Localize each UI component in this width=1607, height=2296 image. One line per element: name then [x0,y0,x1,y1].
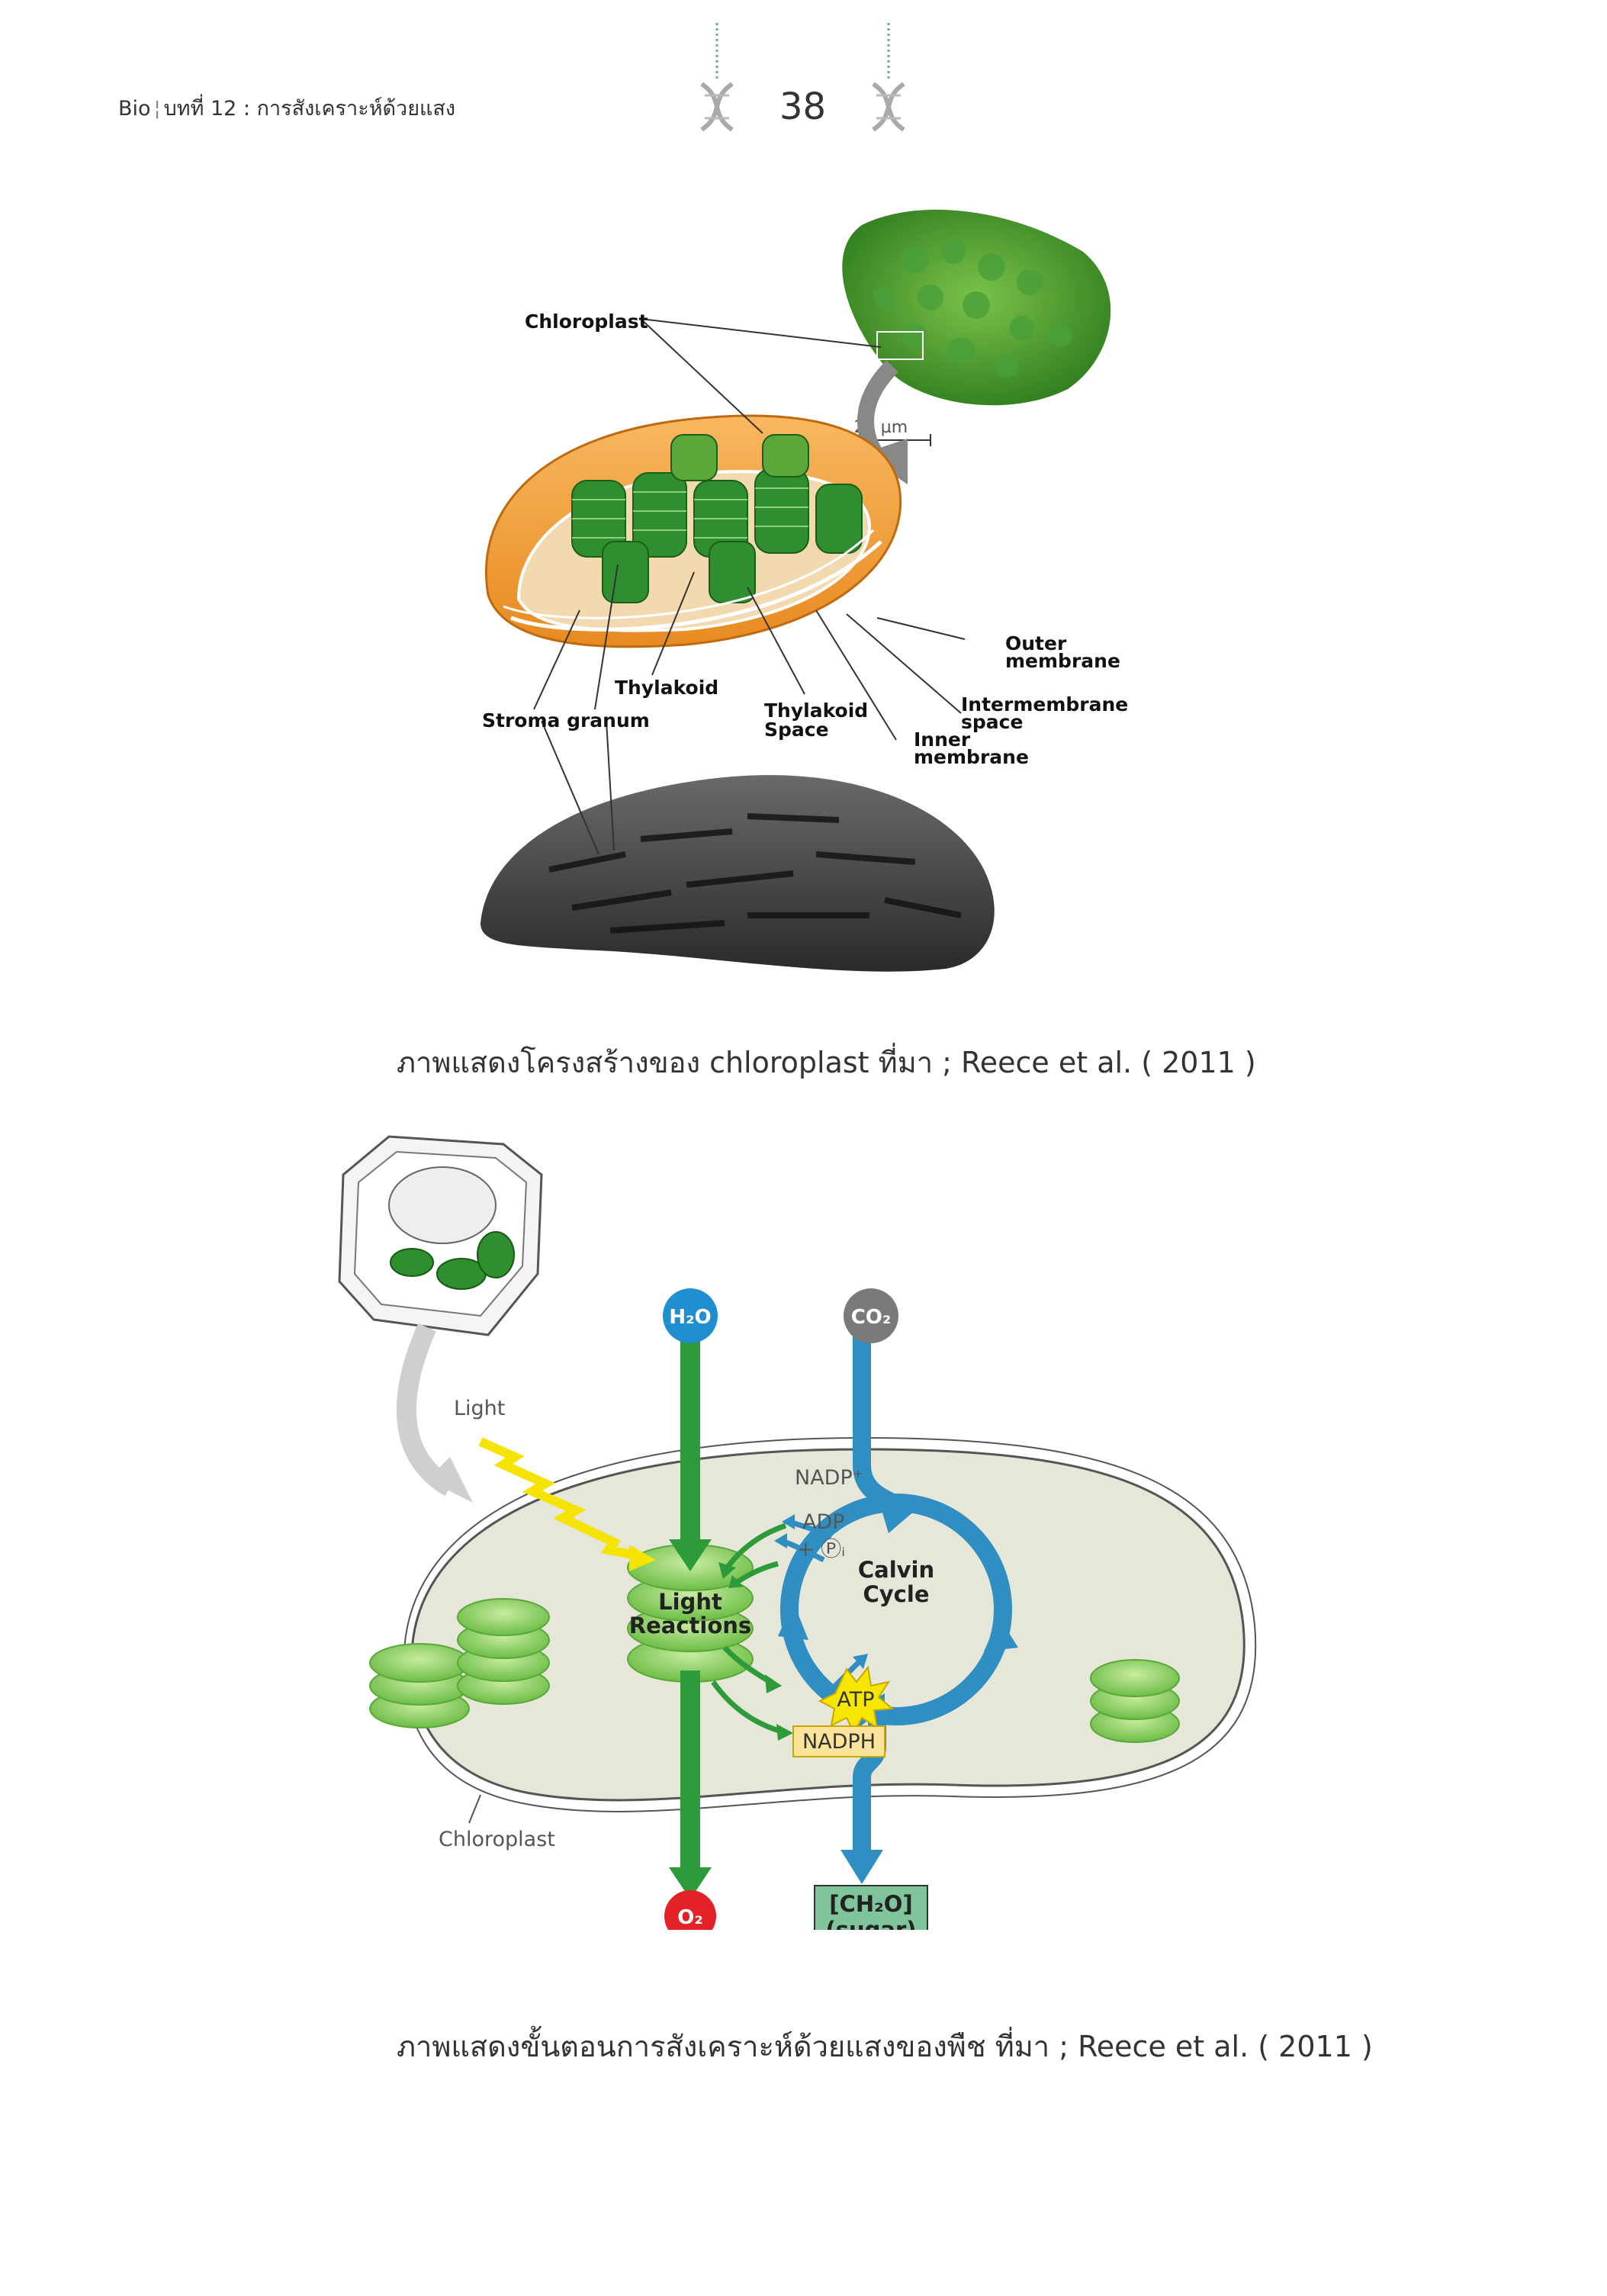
label-intermembrane-1: Intermembrane [961,693,1128,715]
chloroplast-structure-figure: 20 µm [480,209,1128,972]
h2o-circle [663,1288,718,1343]
label-calvin-2: Cycle [863,1581,930,1607]
label-pi: + Ⓟᵢ [797,1538,845,1561]
label-atp: ATP [837,1688,874,1712]
light-zigzag [478,1437,642,1561]
o2-circle [664,1890,716,1930]
co2-circle [844,1288,898,1343]
figure1-caption: ภาพแสดงโครงสร้างของ chloroplast ที่มา ; … [397,1046,1256,1079]
page-number: 38 [779,85,827,128]
label-inner-2: membrane [914,746,1029,768]
label-thylakoid-space-2: Space [764,719,829,741]
label-sugar-1: [CH₂O] [829,1891,912,1917]
leaf-cell-micrograph [842,209,1111,406]
label-thylakoid: Thylakoid [615,677,718,699]
zoom-arrow-2 [397,1323,455,1497]
plant-cell-sketch [338,1135,543,1336]
figure2-caption: ภาพแสดงขั้นตอนการสังเคราะห์ด้วยแสงของพืช… [397,2030,1373,2063]
label-thylakoid-space-1: Thylakoid [764,699,868,722]
dna-icon-right [872,23,905,132]
label-inner-1: Inner [914,728,971,751]
grana-stack-right [1090,1659,1180,1743]
label-co2: CO₂ [851,1306,892,1329]
label-light-reactions-1: Light [658,1589,722,1615]
label-nadph: NADPH [802,1730,876,1754]
header-chapter: บทที่ 12 : การสังเคราะห์ด้วยแสง [163,97,456,121]
water-arrow [680,1323,700,1545]
label-light: Light [454,1397,505,1420]
label-chloroplast: Chloroplast [525,310,648,333]
header-separator: ¦ [153,97,161,121]
grana-stack-left-2 [457,1598,550,1705]
label-calvin-1: Calvin [858,1557,934,1583]
label-sugar-2: (sugar) [825,1917,916,1930]
page-header: Bio¦บทที่ 12 : การสังเคราะห์ด้วยแสง [118,92,455,124]
nadph-box [792,1725,885,1757]
label-outer-1: Outer [1005,632,1067,654]
photosynthesis-overview-figure: ATP NADPH H₂O CO₂ O₂ [CH₂O] (sugar) Ligh… [338,1135,1257,1930]
label-chloroplast-2: Chloroplast [439,1828,555,1851]
header-subject: Bio [118,97,151,121]
label-stroma-granum: Stroma granum [482,709,650,732]
leader-lines [533,318,966,855]
chloroplast-cutaway [485,414,902,648]
label-nadp: NADP⁺ [795,1466,863,1490]
label-adp: ADP [802,1510,845,1534]
label-light-reactions-2: Reactions [629,1613,751,1638]
oxygen-arrow [680,1671,700,1873]
grana-stack-left [369,1643,470,1728]
chloroplast-micrograph [480,775,995,972]
chloroplast-body [410,1448,1245,1802]
label-outer-2: membrane [1005,650,1120,672]
label-o2: O₂ [677,1906,703,1929]
label-intermembrane-2: space [961,711,1023,733]
dna-icon-left [700,23,734,132]
atp-burst [818,1665,895,1735]
sugar-box [814,1885,928,1930]
label-h2o: H₂O [669,1306,711,1329]
